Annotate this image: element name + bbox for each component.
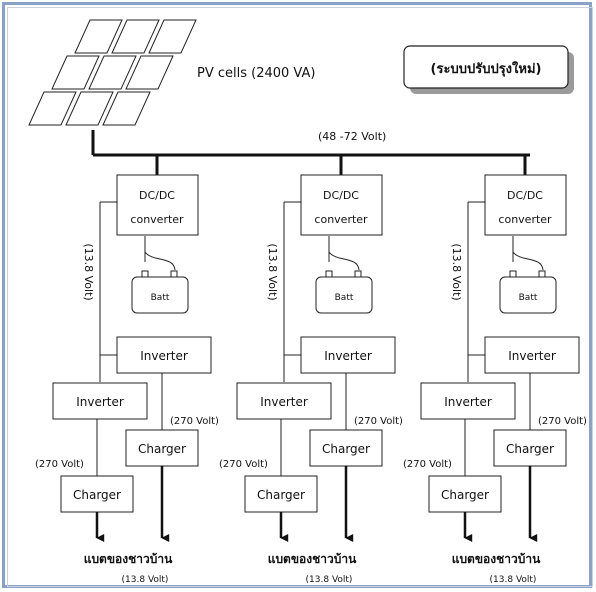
output-label: แบตของชาวบ้าน — [452, 552, 541, 566]
bus-voltage-label: (48 -72 Volt) — [318, 130, 386, 143]
battery-terminal-right — [170, 270, 178, 278]
battery-terminal-right — [538, 270, 546, 278]
upper-inverter-label: Inverter — [508, 349, 556, 363]
left-charger-label: Charger — [73, 488, 121, 502]
right-charger-label: Charger — [322, 442, 370, 456]
supply-voltage-label: (13.8 Volt) — [450, 243, 463, 300]
pv-cell — [148, 19, 197, 54]
battery-box — [499, 276, 557, 314]
left-charger-voltage: (270 Volt) — [403, 459, 452, 470]
pv-cell — [51, 55, 100, 90]
pv-cell — [74, 19, 123, 54]
left-charger-voltage: (270 Volt) — [35, 459, 84, 470]
right-charger-box — [125, 429, 199, 467]
right-charger-box — [309, 429, 383, 467]
left-charger-box — [60, 475, 134, 513]
battery-terminal-left — [509, 270, 517, 278]
output-label: แบตของชาวบ้าน — [268, 552, 357, 566]
battery-label: Batt — [335, 293, 354, 303]
right-charger-voltage: (270 Volt) — [538, 416, 587, 427]
lower-inverter-label: Inverter — [76, 395, 124, 409]
pv-label: PV cells (2400 VA) — [197, 66, 315, 81]
lower-inverter-label: Inverter — [444, 395, 492, 409]
battery-wire — [144, 236, 176, 271]
dcdc-label-line1: DC/DC — [323, 189, 359, 202]
right-charger-voltage: (270 Volt) — [170, 416, 219, 427]
system-title: (ระบบปรับปรุงใหม่) — [431, 60, 542, 77]
dcdc-label-line2: converter — [498, 213, 552, 226]
supply-voltage-label: (13.8 Volt) — [82, 243, 95, 300]
pv-panel-array-icon — [28, 19, 197, 126]
left-charger-label: Charger — [441, 488, 489, 502]
left-charger-label: Charger — [257, 488, 305, 502]
pv-cell — [125, 55, 174, 90]
system-title-box — [403, 45, 569, 89]
pv-cell — [88, 55, 137, 90]
lower-inverter-box — [420, 382, 516, 420]
supply-voltage-label: (13.8 Volt) — [266, 243, 279, 300]
battery-label: Batt — [151, 293, 170, 303]
dcdc-label-line2: converter — [130, 213, 184, 226]
right-charger-box — [493, 429, 567, 467]
upper-inverter-label: Inverter — [324, 349, 372, 363]
upper-inverter-box — [116, 336, 212, 374]
dcdc-label-line1: DC/DC — [139, 189, 175, 202]
battery-terminal-left — [325, 270, 333, 278]
pv-cell — [65, 91, 114, 126]
lower-inverter-box — [52, 382, 148, 420]
pv-cell — [28, 91, 77, 126]
output-voltage-label: (13.8 Volt) — [122, 575, 169, 585]
dcdc-label-line2: converter — [314, 213, 368, 226]
battery-wire — [512, 236, 544, 271]
dcdc-converter-box — [300, 174, 383, 236]
battery-terminal-left — [141, 270, 149, 278]
pv-cell — [111, 19, 160, 54]
pv-cell — [102, 91, 151, 126]
dcdc-converter-box — [116, 174, 199, 236]
dcdc-label-line1: DC/DC — [507, 189, 543, 202]
lower-inverter-box — [236, 382, 332, 420]
battery-wire — [328, 236, 360, 271]
output-label: แบตของชาวบ้าน — [84, 552, 173, 566]
right-charger-voltage: (270 Volt) — [354, 416, 403, 427]
dcdc-converter-box — [484, 174, 567, 236]
left-charger-voltage: (270 Volt) — [219, 459, 268, 470]
upper-inverter-label: Inverter — [140, 349, 188, 363]
battery-label: Batt — [519, 293, 538, 303]
upper-inverter-box — [300, 336, 396, 374]
battery-terminal-right — [354, 270, 362, 278]
right-charger-label: Charger — [138, 442, 186, 456]
lower-inverter-label: Inverter — [260, 395, 308, 409]
right-charger-label: Charger — [506, 442, 554, 456]
battery-box — [315, 276, 373, 314]
diagram-inner-border — [7, 7, 593, 587]
battery-box — [131, 276, 189, 314]
output-voltage-label: (13.8 Volt) — [490, 575, 537, 585]
upper-inverter-box — [484, 336, 580, 374]
left-charger-box — [428, 475, 502, 513]
output-voltage-label: (13.8 Volt) — [306, 575, 353, 585]
